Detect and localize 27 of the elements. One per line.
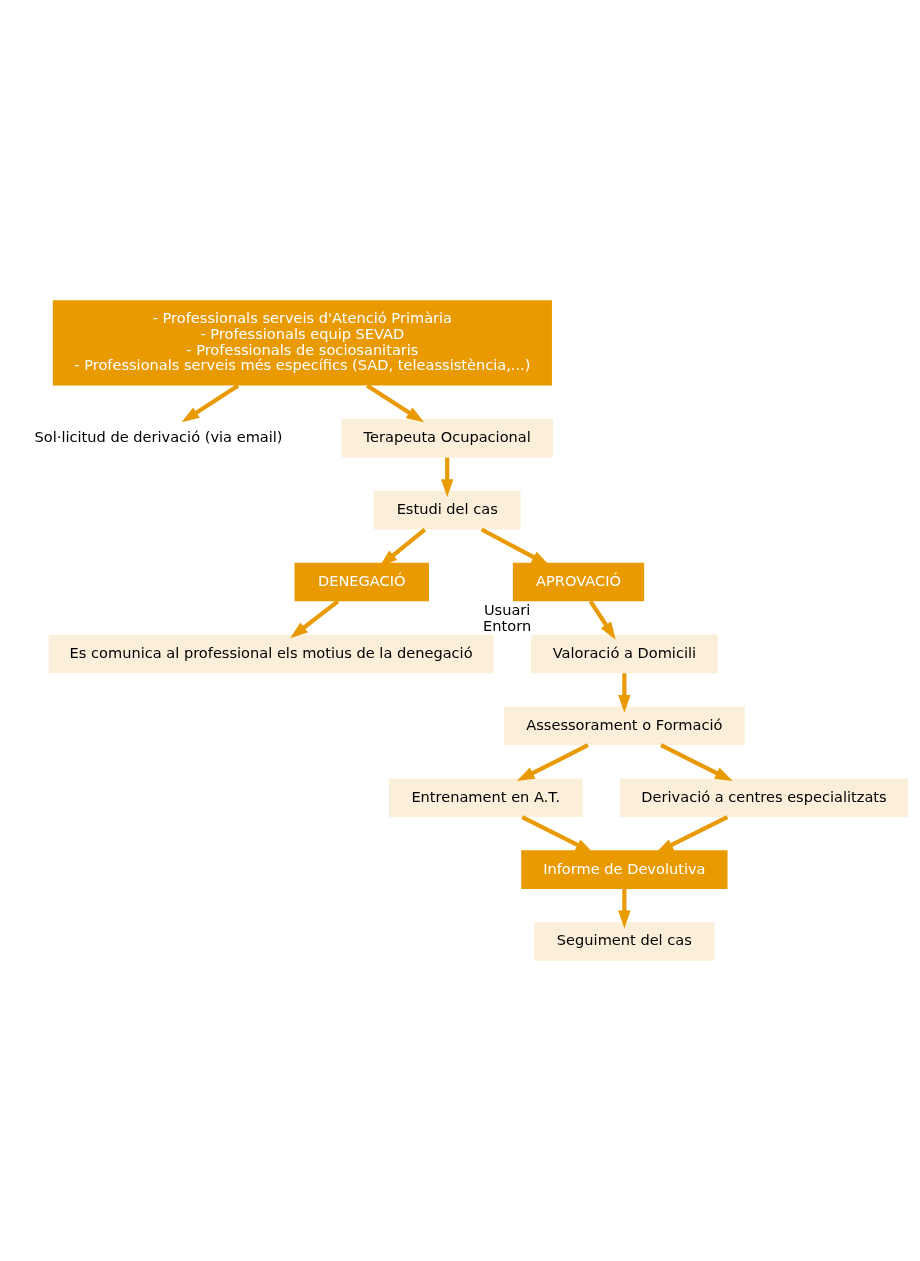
arrow [289,599,339,639]
arrow [659,743,733,782]
node-box: Estudi del cas [373,490,521,530]
arrow [516,743,589,782]
arrow [440,457,453,497]
node-label: Entorn [482,616,531,634]
arrow [617,673,631,713]
arrow [520,815,593,853]
arrow [480,527,549,566]
arrow [655,815,728,853]
arrow [181,383,239,423]
node-box: APROVACIÓ [512,562,644,602]
node-box: Assessorament o Formació [503,706,745,746]
node-box: Valoració a Domicili [530,634,718,674]
node-label: Usuari [483,601,530,619]
node-box: Es comunica al professional els motius de la denegació [48,634,494,674]
node-box: DENEGACIÓ [294,562,429,602]
node-box: Terapeuta Ocupacional [340,418,553,458]
node-box: - Professionals serveis d'Atenció Primària - Professionals equip SEVAD - Professionals de sociosanitaris - Professionals serveis més específics (SAD, teleassistència,...) [52,300,552,386]
node-box: Seguiment del cas [533,922,714,961]
node-text: Sol·licitud de derivació (via email) [34,428,283,446]
arrow [365,383,424,423]
node-box: Informe de Devolutiva [520,850,728,889]
arrow [617,889,631,929]
node-box: Derivació a centres especialitzats [619,778,908,818]
arrow [588,600,616,640]
node-box: Entrenament en A.T. [388,778,583,818]
